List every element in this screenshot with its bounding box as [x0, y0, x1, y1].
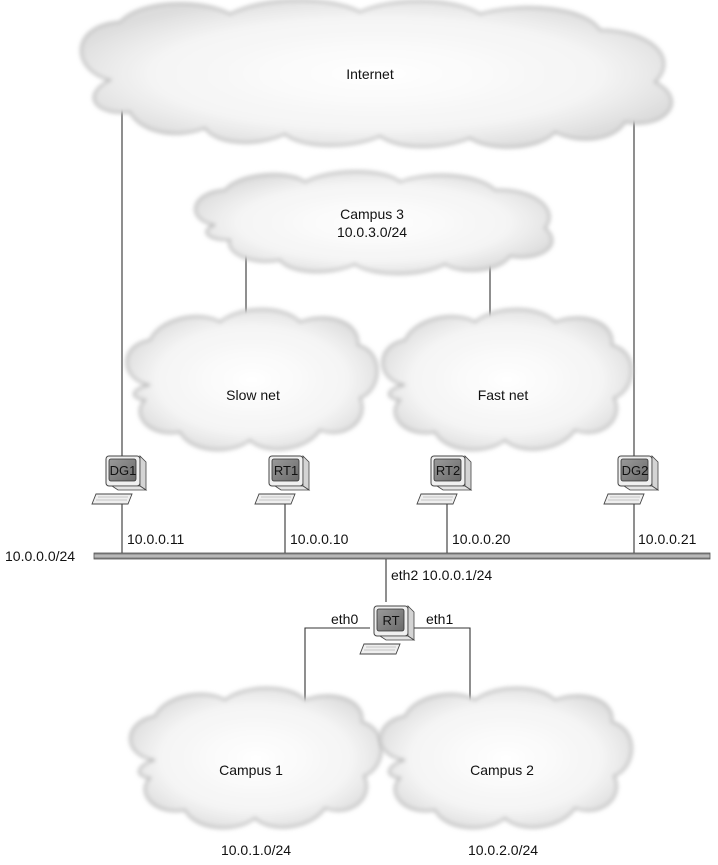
host-dg1-label: DG1	[110, 463, 137, 478]
cloud-campus2-subnet: 10.0.2.0/24	[468, 842, 538, 858]
host-dg2: DG2	[603, 455, 659, 505]
cloud-campus3-subnet: 10.0.3.0/24	[337, 224, 407, 240]
cloud-campus3: Campus 3 10.0.3.0/24	[194, 170, 553, 275]
rt-eth2-label: eth2 10.0.0.1/24	[391, 567, 492, 583]
cloud-slow-net-label: Slow net	[226, 387, 280, 403]
cloud-internet: Internet	[80, 0, 673, 149]
backbone-subnet-label: 10.0.0.0/24	[5, 548, 75, 564]
host-dg2-label: DG2	[622, 463, 649, 478]
link-rt-campus1	[304, 627, 370, 712]
host-dg2-ip: 10.0.0.21	[638, 531, 697, 547]
cloud-internet-label: Internet	[346, 66, 394, 82]
cloud-fast-net-label: Fast net	[478, 387, 529, 403]
host-rt2-ip: 10.0.0.20	[452, 531, 511, 547]
cloud-campus1: Campus 1	[129, 687, 383, 829]
cloud-campus3-label: Campus 3	[340, 206, 404, 222]
host-dg1-ip: 10.0.0.11	[127, 531, 185, 547]
cloud-fast-net: Fast net	[381, 308, 633, 451]
rt-eth0-label: eth0	[331, 611, 358, 627]
cloud-campus2: Campus 2	[379, 687, 633, 829]
link-rt-campus2	[414, 627, 471, 712]
cloud-campus1-label: Campus 1	[219, 762, 283, 778]
backbone-bus	[93, 552, 711, 560]
host-rt1: RT1	[254, 455, 310, 505]
host-rt-label: RT	[382, 613, 399, 628]
rt-eth1-label: eth1	[426, 611, 453, 627]
cloud-campus1-subnet: 10.0.1.0/24	[221, 842, 291, 858]
links	[121, 88, 635, 712]
host-rt2-label: RT2	[436, 463, 460, 478]
host-rt1-ip: 10.0.0.10	[290, 531, 349, 547]
host-rt1-label: RT1	[274, 463, 298, 478]
host-rt2: RT2	[416, 455, 472, 505]
host-rt: RT	[359, 605, 415, 655]
host-dg1: DG1	[91, 455, 147, 505]
cloud-slow-net: Slow net	[125, 308, 379, 451]
cloud-campus2-label: Campus 2	[470, 762, 534, 778]
